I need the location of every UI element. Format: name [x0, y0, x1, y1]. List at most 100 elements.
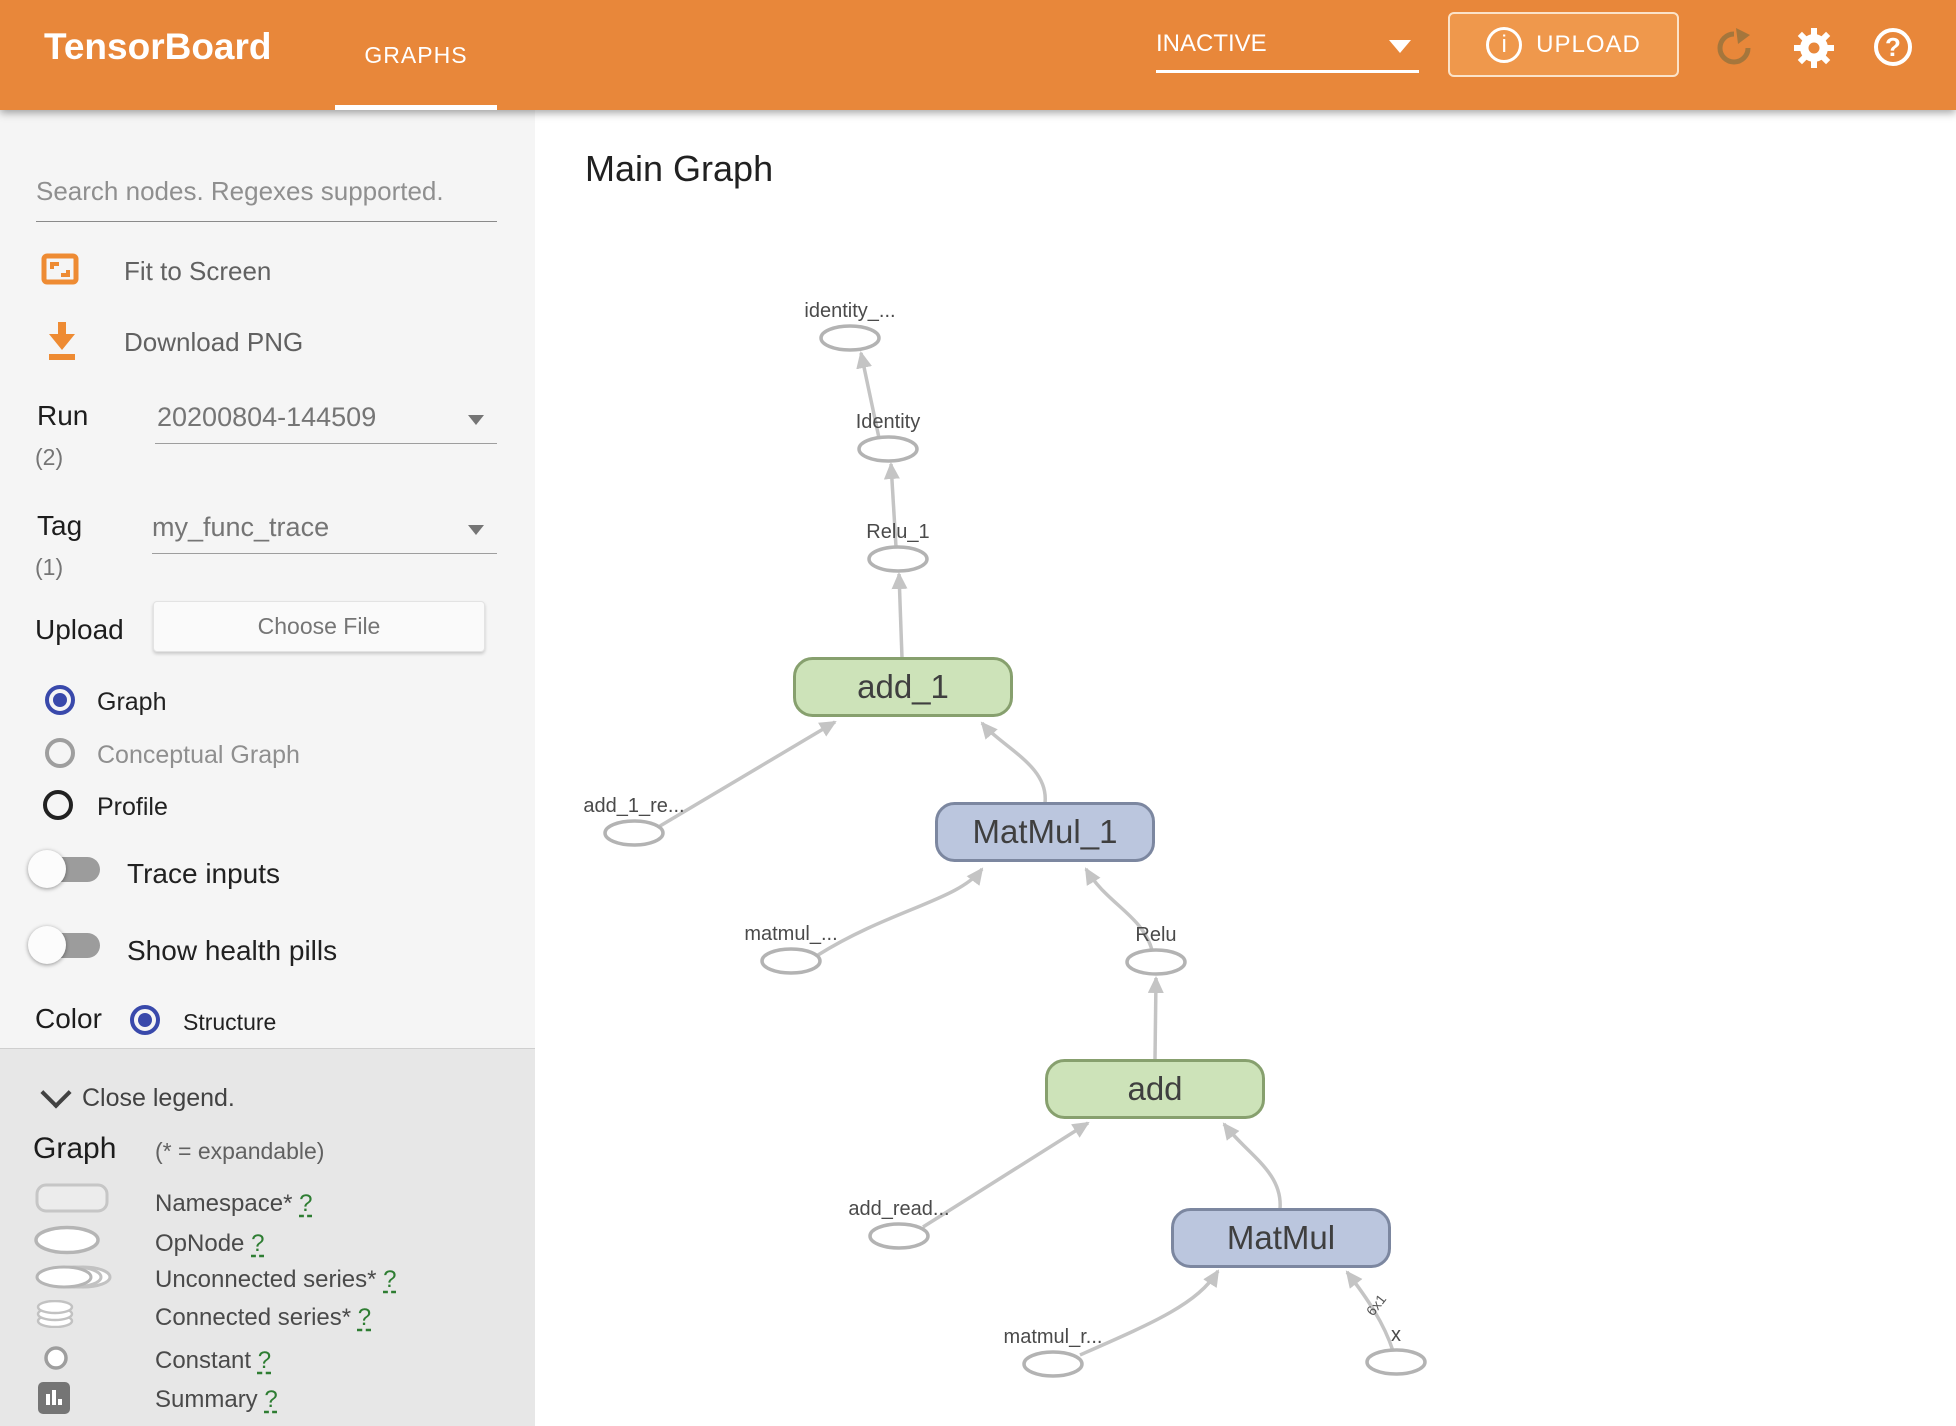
show-health-pills-label: Show health pills [127, 935, 338, 966]
op-node-ellipse[interactable] [1365, 1348, 1427, 1376]
node-label: matmul_... [744, 923, 837, 945]
environment-underline [1156, 70, 1419, 73]
op-group-box[interactable] [935, 802, 1155, 862]
op-node-ellipse[interactable] [819, 324, 881, 352]
graph-node-add[interactable]: add [1045, 1059, 1265, 1119]
graph-node-matmul_[interactable]: matmul_... [744, 923, 838, 975]
op-node-ellipse[interactable] [867, 545, 929, 573]
choose-file-button[interactable]: Choose File [153, 601, 485, 652]
edge-Identity-to-identity_out [856, 351, 881, 439]
graph-node-MatMul[interactable]: MatMul [1171, 1208, 1391, 1268]
node-label: add_1 [857, 668, 949, 705]
op-group-box[interactable] [793, 657, 1013, 717]
help-link[interactable]: ? [383, 1266, 397, 1293]
help-link[interactable]: ? [357, 1304, 372, 1331]
graph-node-x[interactable]: x [1365, 1324, 1427, 1376]
legend-item-namespace: Namespace* ? [155, 1190, 313, 1217]
legend-item-constant: Constant ? [155, 1347, 272, 1374]
graph-node-Relu_1[interactable]: Relu_1 [866, 521, 930, 573]
graph-node-Relu[interactable]: Relu [1125, 924, 1187, 976]
radio-profile-label: Profile [97, 793, 168, 821]
graph-node-Identity[interactable]: Identity [856, 411, 920, 463]
close-legend-button[interactable]: Close legend. [82, 1084, 235, 1112]
chevron-down-icon[interactable] [468, 525, 484, 535]
run-label: Run [37, 400, 89, 431]
opnode-icon [34, 1225, 100, 1255]
edge-x-to-MatMul [1345, 1270, 1395, 1352]
graph-node-matmul_r[interactable]: matmul_r... [1004, 1326, 1103, 1378]
constant-icon [44, 1346, 68, 1370]
gear-icon[interactable] [1794, 28, 1834, 68]
environment-dropdown[interactable]: INACTIVE [1156, 30, 1419, 58]
color-structure-label: Structure [183, 1009, 277, 1035]
help-link[interactable]: ? [264, 1386, 278, 1413]
edge-Relu-to-MatMul_1 [1084, 867, 1154, 951]
refresh-icon[interactable] [1714, 28, 1754, 68]
legend-item-opnode: OpNode ? [155, 1230, 265, 1257]
search-input[interactable] [36, 170, 497, 222]
legend-item-summary: Summary ? [155, 1386, 278, 1413]
op-node-ellipse[interactable] [857, 435, 919, 463]
legend-item-connected-series: Connected series* ? [155, 1304, 372, 1331]
op-node-ellipse[interactable] [760, 947, 822, 975]
edge-matmul_r-to-MatMul [1079, 1269, 1220, 1357]
op-group-box[interactable] [1171, 1208, 1391, 1268]
op-group-box[interactable] [1045, 1059, 1265, 1119]
edge-add_1_re-to-add_1 [659, 720, 837, 828]
radio-graph[interactable] [45, 685, 75, 715]
op-node-ellipse[interactable] [603, 819, 665, 847]
tag-underline [152, 553, 497, 554]
help-link[interactable]: ? [251, 1230, 265, 1257]
help-link[interactable]: ? [257, 1347, 272, 1374]
upload-button-label: UPLOAD [1536, 30, 1641, 58]
run-underline [155, 443, 497, 444]
tab-graphs[interactable]: GRAPHS [364, 41, 468, 68]
environment-value: INACTIVE [1156, 30, 1267, 57]
edge-Relu_1-to-Identity [883, 462, 900, 548]
node-label: add [1127, 1070, 1182, 1107]
fit-to-screen-icon[interactable] [41, 250, 79, 288]
legend-item-unconnected-series: Unconnected series* ? [155, 1266, 397, 1293]
edge-add-to-Relu [1147, 976, 1164, 1061]
run-count: (2) [35, 444, 64, 470]
edge-add_1-to-Relu_1 [891, 572, 908, 659]
show-health-pills-toggle[interactable] [28, 926, 104, 964]
graph-node-add_read[interactable]: add_read... [848, 1198, 950, 1250]
help-link[interactable]: ? [299, 1190, 313, 1217]
summary-icon [38, 1382, 70, 1414]
radio-color-structure[interactable] [130, 1005, 160, 1035]
upload-section-label: Upload [35, 614, 124, 645]
graph-node-MatMul_1[interactable]: MatMul_1 [935, 802, 1155, 862]
trace-inputs-toggle[interactable] [28, 850, 104, 888]
help-icon[interactable]: ? [1874, 28, 1912, 66]
app-header: TensorBoard GRAPHS INACTIVE i UPLOAD ? [0, 0, 1956, 110]
download-icon[interactable] [45, 320, 79, 360]
graph-node-identity_out[interactable]: identity_... [804, 300, 896, 352]
radio-profile[interactable] [43, 790, 73, 820]
tag-count: (1) [35, 554, 64, 580]
chevron-down-icon[interactable] [468, 415, 484, 425]
op-node-ellipse[interactable] [1022, 1350, 1084, 1378]
radio-conceptual-graph[interactable] [45, 738, 75, 768]
node-label: Relu [1135, 924, 1176, 946]
op-node-ellipse[interactable] [1125, 948, 1187, 976]
tab-active-indicator [335, 105, 497, 110]
upload-button[interactable]: i UPLOAD [1448, 12, 1679, 77]
run-select[interactable]: 20200804-144509 [157, 402, 377, 432]
graph-node-add_1[interactable]: add_1 [793, 657, 1013, 717]
node-label: Relu_1 [866, 521, 929, 543]
legend-heading: Graph [33, 1132, 117, 1165]
node-label: add_1_re... [583, 795, 684, 817]
edge-shape-label: 6x1 [1363, 1291, 1390, 1319]
tag-select[interactable]: my_func_trace [152, 512, 330, 542]
sidebar: Fit to Screen Download PNG Run (2) 20200… [0, 110, 535, 1426]
page-title: Main Graph [585, 148, 774, 189]
op-node-ellipse[interactable] [868, 1222, 930, 1250]
download-png-button[interactable]: Download PNG [124, 327, 304, 357]
radio-graph-label: Graph [97, 688, 167, 716]
fit-to-screen-button[interactable]: Fit to Screen [124, 256, 272, 286]
graph-node-add_1_re[interactable]: add_1_re... [583, 795, 685, 847]
info-icon: i [1486, 26, 1523, 63]
